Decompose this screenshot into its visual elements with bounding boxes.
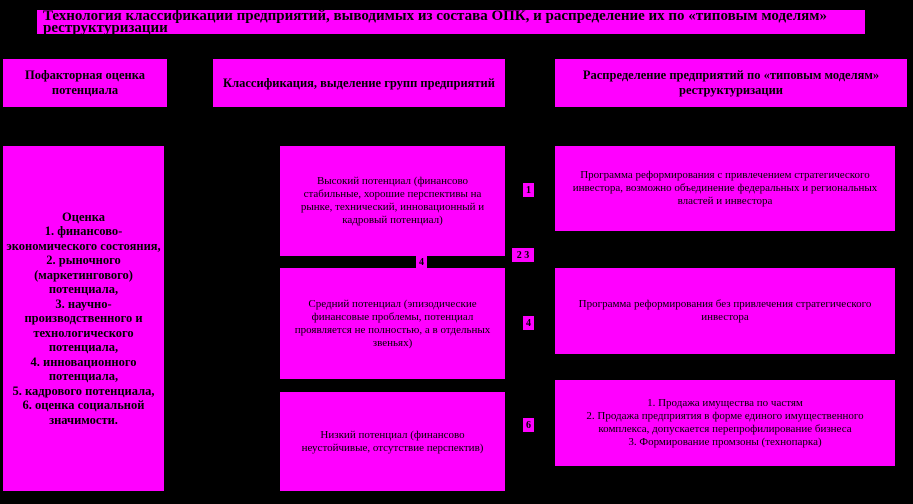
link-tag-4: 4 [523,316,534,330]
header-distribution: Распределение предприятий по «типовым мо… [555,59,907,107]
evaluation-item: 3. научно-производственного и технологич… [24,296,143,355]
model-1-with-investor: Программа реформирования с привлечением … [555,146,895,231]
link-tag-1: 1 [523,183,534,197]
evaluation-item: 6. оценка социальной значимости. [22,398,145,427]
model-2-without-investor: Программа реформирования без привлечения… [555,268,895,354]
header-classification: Классификация, выделение групп предприят… [213,59,505,107]
link-tag-2-3: 2 3 [512,248,534,262]
header-factor-assessment: Пофакторная оценка потенциала [3,59,167,107]
diagram-title: Технология классификации предприятий, вы… [37,10,865,34]
group-medium-potential: Средний потенциал (эпизодические финансо… [280,268,505,379]
evaluation-item: 2. рыночного (маркетингового) потенциала… [34,253,133,297]
group-high-potential: Высокий потенциал (финансово стабильные,… [280,146,505,256]
link-tag-6: 6 [523,418,534,432]
link-tag-4-upper: 4 [416,255,427,269]
model-3-liquidation-options: 1. Продажа имущества по частям 2. Продаж… [555,380,895,466]
evaluation-item: 1. финансово-экономического состояния, [6,224,161,253]
model-3-option: 3. Формирование промзоны (технопарка) [628,436,822,448]
evaluation-box: Оценка 1. финансово-экономического состо… [3,146,164,491]
group-low-potential: Низкий потенциал (финансово неустойчивые… [280,392,505,491]
model-3-option: 1. Продажа имущества по частям [647,397,803,409]
model-3-option: 2. Продажа предприятия в форме единого и… [586,410,864,435]
evaluation-item: 5. кадрового потенциала, [12,383,155,398]
evaluation-item: 4. инновационного потенциала, [30,354,137,384]
evaluation-title: Оценка [62,209,105,224]
